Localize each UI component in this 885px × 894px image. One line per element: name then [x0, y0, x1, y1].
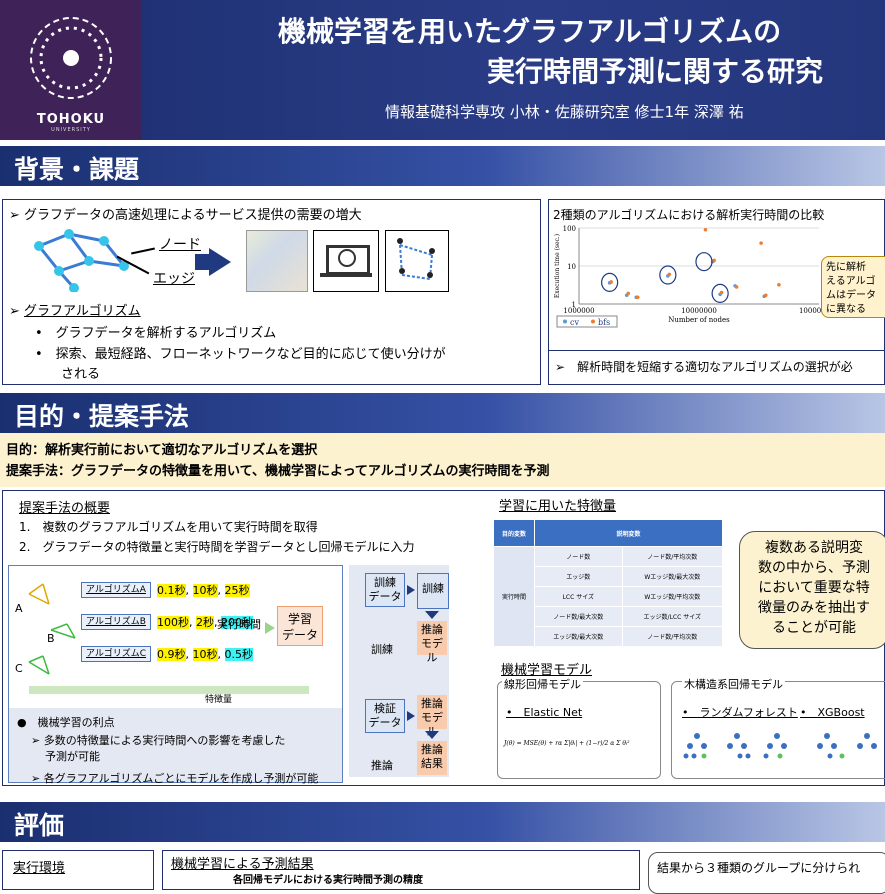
- chart-conclusion: ➢ 解析時間を短縮する適切なアルゴリズムの選択が必: [555, 360, 853, 374]
- infer-section-label: 推論: [371, 759, 393, 772]
- step-1: 1. 複数のグラフアルゴリズムを用いて実行時間を取得: [19, 520, 318, 534]
- legend-box: [556, 315, 618, 328]
- x-axis-label: Number of nodes: [668, 316, 730, 324]
- infer-model-box-2: 推論モデル: [417, 695, 447, 738]
- network-people-icon: [385, 230, 449, 292]
- highlight-circle: [601, 272, 619, 293]
- y-tick-label: 100: [563, 225, 576, 233]
- env-title: 実行環境: [13, 861, 66, 876]
- ml-model-title: 機械学習モデル: [501, 663, 593, 678]
- verify-data-box: 検証データ: [365, 699, 405, 733]
- sub-bullet-2a: • 探索、最短経路、フローネットワークなど目的に応じて使い分けが: [35, 347, 446, 362]
- highlight-circle: [711, 283, 729, 304]
- header-banner: [0, 0, 885, 140]
- map-image: [246, 230, 308, 292]
- data-point-bfs: [719, 290, 724, 295]
- data-point-bfs: [712, 258, 716, 263]
- legend-marker: [563, 319, 567, 324]
- train-section-label: 訓練: [371, 643, 393, 656]
- infer-model-box: 推論モデル: [417, 621, 447, 664]
- sample-graphs-icon: [28, 583, 76, 675]
- train-box: 訓練: [417, 573, 449, 609]
- learning-data-box: 学習データ: [277, 606, 323, 646]
- y-tick-label: 1: [572, 301, 576, 309]
- features-title: 学習に用いた特徴量: [499, 499, 617, 514]
- callout-bubble: 先に解析 えるアルゴ ムはデータ に異なる: [821, 256, 885, 318]
- x-tick-label: 1000000: [563, 307, 594, 315]
- data-point-bfs: [609, 280, 613, 284]
- data-point-bfs: [667, 272, 672, 277]
- graph-icon: [29, 226, 139, 292]
- x-tick-label: 10000000: [681, 307, 717, 315]
- step-2: 2. グラフデータの特徴量と実行時間を学習データとし回帰モデルに入力: [19, 540, 415, 554]
- laptop-icon: [313, 230, 379, 292]
- infer-result-box: 推論結果: [417, 741, 447, 775]
- env-panel: 実行環境: [2, 850, 154, 890]
- leaf-wreath-icon: [30, 17, 112, 99]
- feature-label: 特徴量: [205, 695, 233, 705]
- exec-time-label: 実行時間: [217, 618, 261, 631]
- flow-diagram: A B C アルゴリズムA 0.1秒, 10秒, 25秒 アルゴリズムB 100…: [8, 565, 343, 785]
- highlight-circle: [695, 252, 713, 272]
- prediction-title: 機械学習による予測結果: [171, 857, 314, 872]
- method-panel: 提案手法の概要 1. 複数のグラフアルゴリズムを用いて実行時間を取得 2. グラ…: [2, 490, 885, 786]
- prediction-panel: 機械学習による予測結果 各回帰モデルにおける実行時間予測の精度: [162, 850, 640, 890]
- y-axis-label: Execution time (sec.): [554, 234, 561, 298]
- section-purpose-header: 目的・提案手法: [0, 393, 885, 433]
- overview-title: 提案手法の概要: [19, 501, 111, 516]
- train-data-box: 訓練データ: [365, 573, 405, 607]
- data-point-bfs: [777, 283, 781, 287]
- data-point-bfs: [703, 227, 708, 232]
- algo-a-arrow: アルゴリズムA: [81, 582, 151, 598]
- chart-title: 2種類のアルゴリズムにおける解析実行時間の比較: [553, 208, 825, 222]
- algo-b-arrow: アルゴリズムB: [81, 614, 151, 630]
- tree-ensemble-icon: [683, 733, 877, 759]
- section-evaluation-header: 評価: [0, 802, 885, 842]
- node-label: ノード: [159, 237, 201, 253]
- linear-model-box: 線形回帰モデル • Elastic Net J(θ) = MSE(θ) + rα…: [497, 676, 661, 779]
- author-line: 情報基礎科学専攻 小林・佐藤研究室 修士1年 深澤 祐: [385, 103, 744, 121]
- feature-selection-bubble: 複数ある説明変数の中から、予測において重要な特徴量のみを抽出することが可能: [739, 531, 885, 649]
- background-panel: ➢ グラフデータの高速処理によるサービス提供の需要の増大 ノード エッジ ➢ グ…: [2, 199, 541, 385]
- train-infer-panel: 訓練データ 訓練 推論モデル 訓練 検証データ 推論モデル 推論結果 推論: [349, 565, 449, 777]
- edge-label: エッジ: [153, 271, 195, 287]
- bullet-graph-algorithm: ➢ グラフアルゴリズム: [9, 304, 141, 319]
- data-point-bfs: [626, 291, 631, 296]
- data-point-bfs: [734, 285, 739, 289]
- right-arrow-icon: [209, 248, 231, 276]
- goal-text: 目的：解析実行前において適切なアルゴリズムを選択: [6, 443, 318, 458]
- tree-model-box: 木構造系回帰モデル • ランダムフォレスト • XGBoost: [671, 676, 885, 779]
- sub-bullet-2b: される: [61, 367, 101, 382]
- poster-title-line2: 実行時間予測に関する研究: [487, 55, 824, 88]
- method-text: 提案手法：グラフデータの特徴量を用いて、機械学習によってアルゴリズムの実行時間を…: [6, 464, 550, 479]
- highlight-circle: [659, 265, 677, 285]
- data-point-bfs: [763, 293, 768, 298]
- result-bubble: 結果から３種類のグループに分けられ: [648, 852, 885, 894]
- logo-name: TOHOKU: [36, 112, 106, 127]
- x-tick-label: 100000000: [799, 307, 839, 315]
- advantage-box: ● 機械学習の利点 ➢ 多数の特徴量による実行時間への影響を考慮した 予測が可能…: [9, 708, 342, 785]
- data-point-bfs: [759, 241, 763, 245]
- legend-label: bfs: [598, 318, 610, 327]
- elastic-net-formula: J(θ) = MSE(θ) + rα Σ|θᵢ| + (1−r)/2 α Σ θ…: [504, 740, 630, 747]
- sub-bullet-1: • グラフデータを解析するアルゴリズム: [35, 326, 277, 341]
- poster-title-line1: 機械学習を用いたグラフアルゴリズムの: [278, 15, 782, 48]
- goal-banner: 目的：解析実行前において適切なアルゴリズムを選択 提案手法：グラフデータの特徴量…: [0, 433, 885, 487]
- section-background-header: 背景・課題: [0, 146, 885, 186]
- data-point-bfs: [635, 295, 640, 300]
- legend-label: cv: [570, 318, 579, 327]
- university-logo: [0, 0, 142, 140]
- y-tick-label: 10: [567, 263, 576, 271]
- legend-marker: [591, 319, 595, 324]
- bullet-demand: ➢ グラフデータの高速処理によるサービス提供の需要の増大: [9, 208, 362, 223]
- logo-sub: UNIVERSITY: [51, 127, 91, 133]
- algo-c-arrow: アルゴリズムC: [81, 646, 152, 662]
- prediction-subtitle: 各回帰モデルにおける実行時間予測の精度: [233, 875, 423, 886]
